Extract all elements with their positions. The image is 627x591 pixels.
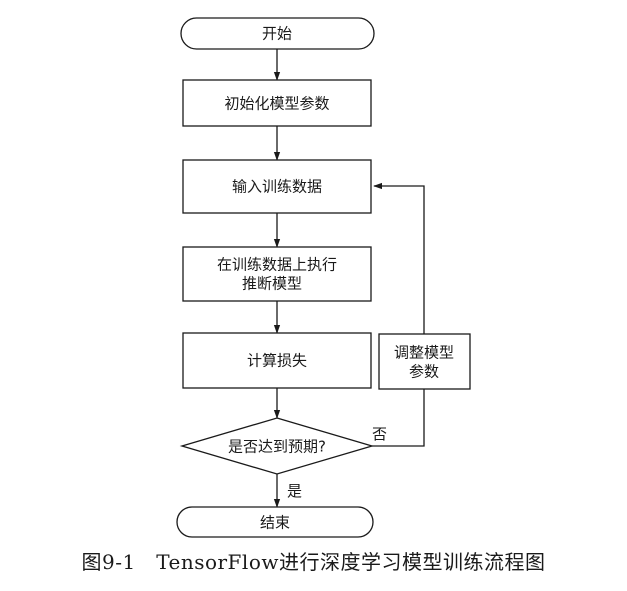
init-params-box <box>182 79 372 127</box>
inference-label-line2: 推断模型 <box>242 275 302 293</box>
input-data-label: 输入训练数据 <box>232 178 322 196</box>
end-terminal <box>176 506 374 538</box>
inference-label-line1: 在训练数据上执行 <box>217 256 337 274</box>
figure-caption: 图9-1 TensorFlow进行深度学习模型训练流程图 <box>81 550 546 574</box>
decision-label: 是否达到预期? <box>228 438 326 456</box>
end-label: 结束 <box>260 514 290 532</box>
decision-diamond <box>179 417 375 475</box>
flowchart-diagram: 开始 初始化模型参数 输入训练数据 在训练数据上执行 推断模型 计算损失 是否达… <box>176 17 471 538</box>
edge-decision-no-loop <box>372 182 425 447</box>
input-data-box <box>182 159 372 214</box>
adjust-params-label-line1: 调整模型 <box>394 344 454 362</box>
init-params-label: 初始化模型参数 <box>224 95 329 113</box>
adjust-params-box <box>378 333 471 390</box>
no-branch-label: 否 <box>372 425 387 443</box>
start-label: 开始 <box>262 25 292 43</box>
adjust-params-label-line2: 参数 <box>409 363 439 381</box>
yes-branch-label: 是 <box>287 482 302 500</box>
inference-box <box>182 246 372 302</box>
compute-loss-box <box>182 332 372 389</box>
start-terminal <box>180 17 375 50</box>
compute-loss-label: 计算损失 <box>247 352 307 370</box>
